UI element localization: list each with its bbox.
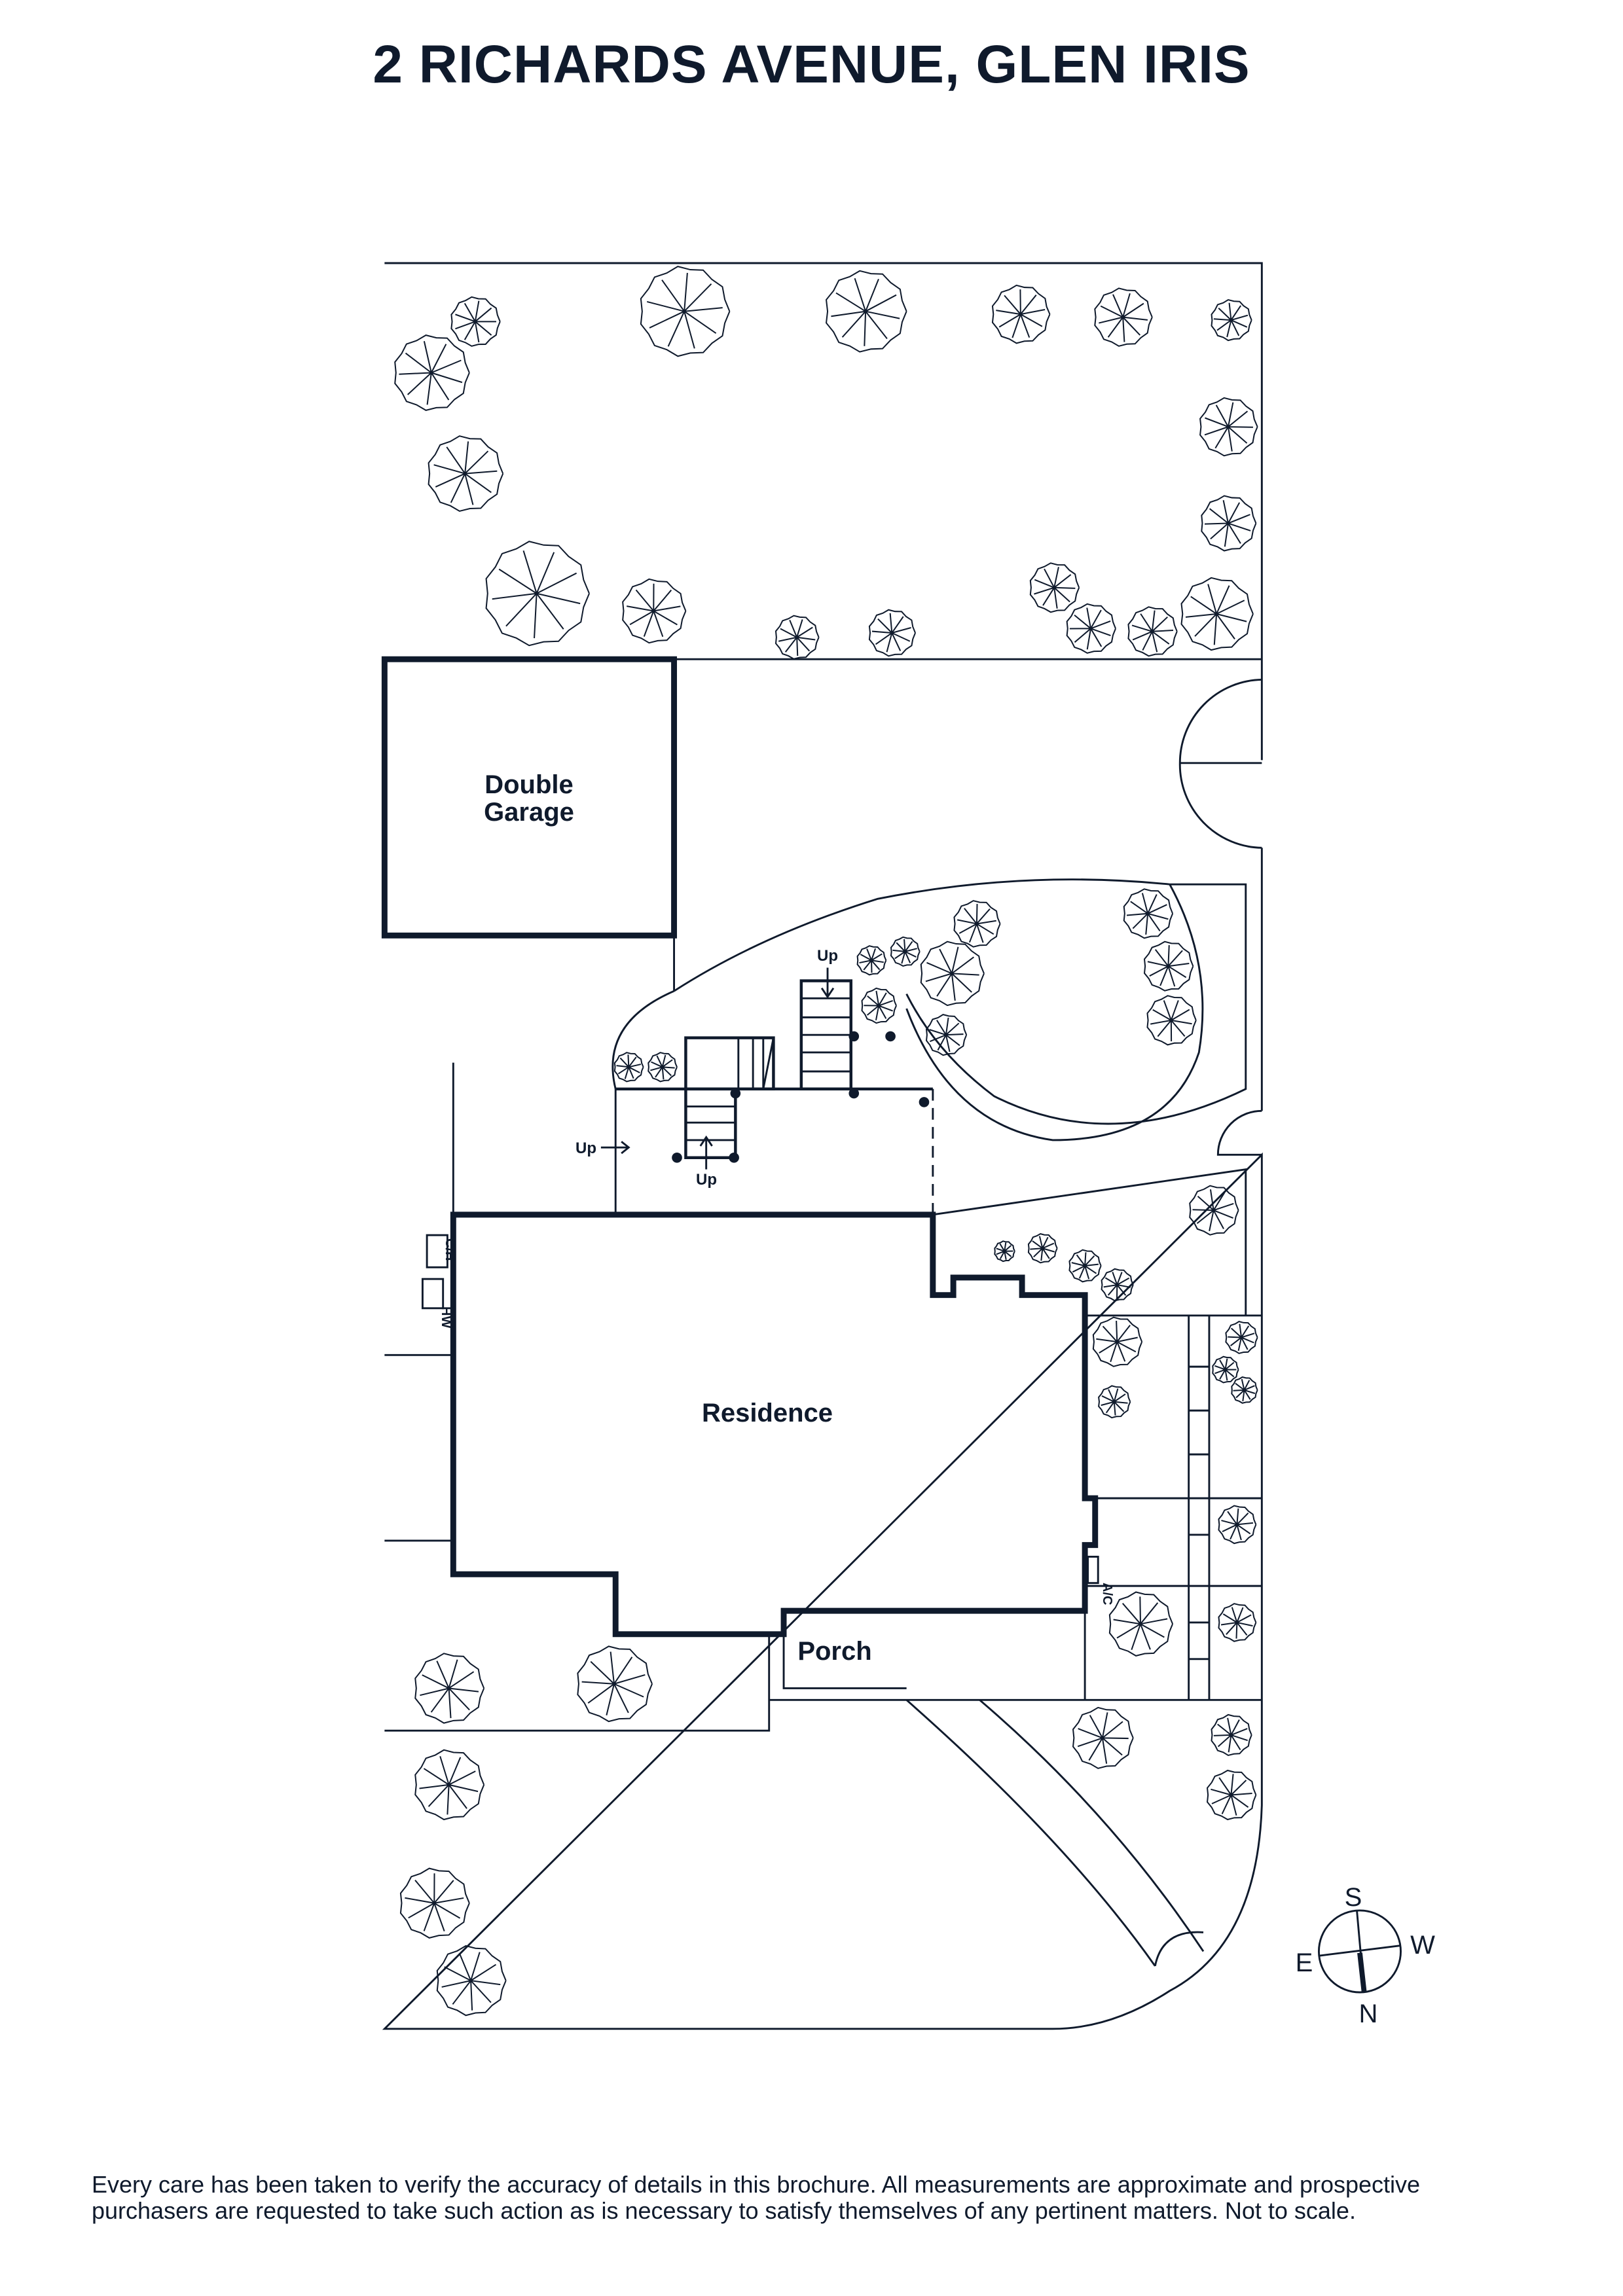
tree-icon [1146,995,1197,1046]
garage-label: Double [484,770,574,799]
tree-icon [414,1749,485,1821]
porch-label: Porch [797,1637,871,1666]
residence-label: Residence [702,1399,833,1427]
side-gate-icon [1216,1109,1262,1156]
tree-icon [991,284,1051,344]
central-heating-unit [426,1234,448,1268]
trees [394,266,1258,2017]
tree-icon [1189,1185,1239,1236]
tree-icon [1225,1321,1258,1354]
disclaimer-line: Every care has been taken to verify the … [92,2171,1421,2198]
tree-icon [1027,1233,1058,1264]
tree-icon [1206,1769,1257,1821]
stairs [684,997,851,1160]
garden-bed [673,878,1247,1141]
tree-icon [428,435,504,512]
tree-icon [775,615,820,660]
page-title: 2 RICHARDS AVENUE, GLEN IRIS [373,35,1250,94]
tree-icon [1101,1268,1134,1302]
tree-icon [1066,603,1116,654]
tree-icon [436,1945,507,2017]
tree-icon [1201,495,1257,552]
tree-icon [399,1867,470,1939]
gate-icon [1178,679,1262,849]
tree-icon [1218,1603,1257,1642]
tree-icon [1092,1316,1143,1367]
tree-icon [1098,1385,1131,1419]
tree-icon [1127,606,1178,657]
tree-icon [1180,577,1254,651]
tree-icon [1094,287,1153,347]
tree-icon [994,1240,1015,1263]
ch-label: C/H [443,1238,457,1261]
tree-icon [394,334,470,411]
compass-w: W [1410,1931,1435,1960]
tree-icon [1231,1376,1258,1404]
posts [672,1031,930,1163]
compass-s: S [1345,1883,1362,1912]
compass-icon [1317,1909,1402,1994]
plan-labels: Double Garage Residence Porch Up Up Up A… [439,770,1435,2028]
ac-unit [1087,1556,1099,1585]
tree-icon [640,266,731,357]
arrow-icon [600,967,835,1170]
driveway [905,1699,1205,1967]
tree-icon [1211,298,1252,342]
tree-icon [613,1052,644,1083]
tree-icon [856,945,887,976]
tree-icon [577,1645,653,1723]
tree-icon [1199,397,1258,457]
tree-icon [1143,941,1194,992]
garage-label: Garage [484,798,574,827]
tree-icon [450,296,501,347]
residence-outline [450,1211,1099,1638]
tree-icon [1072,1706,1134,1769]
tree-icon [622,578,687,644]
hot-water-unit [421,1278,445,1310]
compass-n: N [1359,2000,1378,2028]
tree-icon [1212,1355,1239,1384]
up-label: Up [817,947,838,965]
up-label: Up [696,1171,717,1189]
tree-icon [1218,1505,1257,1545]
disclaimer: Every care has been taken to verify the … [92,2172,1597,2224]
tree-icon [1211,1713,1252,1757]
tree-icon [825,270,907,353]
tree-icon [925,1014,968,1056]
hw-label: HW [439,1306,453,1328]
tree-icon [485,541,590,647]
double-garage [381,656,678,939]
tree-icon [890,936,921,967]
tree-icon [1108,1591,1174,1657]
tree-icon [1029,562,1080,613]
tree-icon [414,1653,485,1724]
up-label: Up [575,1139,596,1157]
ac-label: A/C [1100,1583,1114,1605]
tree-icon [1068,1249,1102,1283]
tree-icon [868,609,916,657]
tree-icon [647,1052,678,1083]
tree-icon [861,987,897,1024]
disclaimer-line: purchasers are requested to take such ac… [92,2197,1356,2224]
site-boundary [382,262,1263,2030]
tree-icon [920,941,985,1007]
compass-e: E [1296,1948,1313,1977]
tree-icon [1123,888,1174,939]
tree-icon [953,900,1001,948]
